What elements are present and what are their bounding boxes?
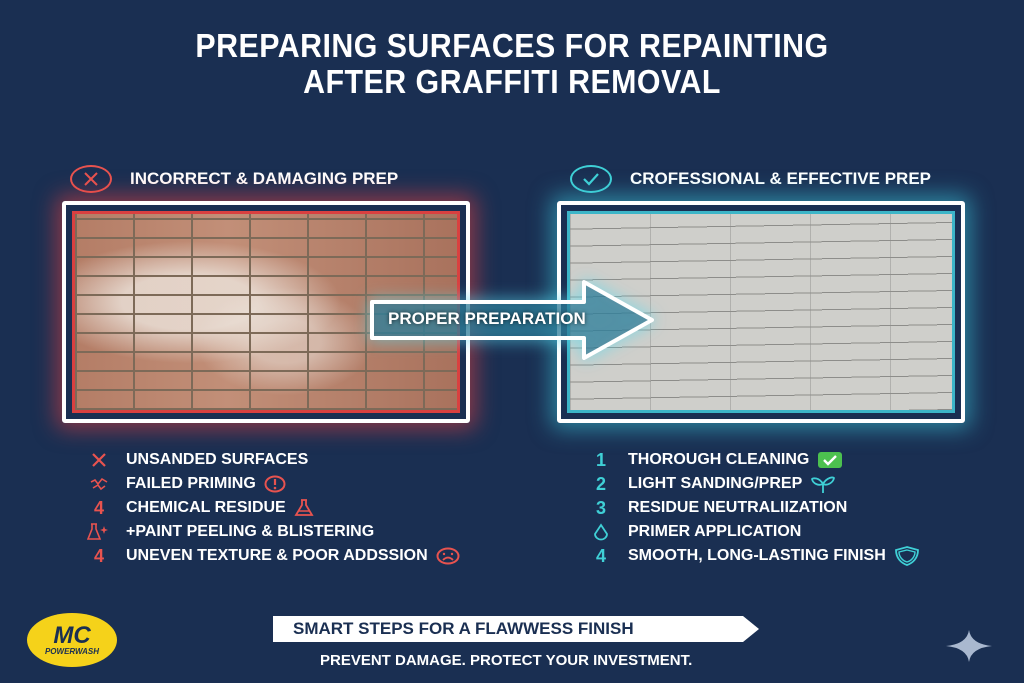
drop-icon: [576, 523, 626, 541]
smart-steps-banner: SMART STEPS FOR A FLAWWESS FINISH: [273, 616, 759, 642]
cracked-icon: [74, 476, 124, 492]
check-circle-icon: [570, 165, 612, 193]
incorrect-photo-frame: [62, 201, 470, 423]
incorrect-heading: INCORRECT & DAMAGING PREP: [70, 165, 398, 193]
graffiti-brick-wall-image: [72, 211, 460, 413]
list-item: UNSANDED SURFACES: [74, 448, 460, 472]
title-line-1: PREPARING SURFACES FOR REPAINTING: [195, 27, 829, 64]
sad-face-icon: [436, 547, 460, 565]
x-circle-icon: [70, 165, 112, 193]
check-box-icon: [817, 451, 843, 469]
list-item: PRIMER APPLICATION: [576, 520, 920, 544]
list-item: 2 LIGHT SANDING/PREP: [576, 472, 920, 496]
arrow-right-icon: [370, 280, 654, 360]
correct-heading: CROFESSIONAL & EFFECTIVE PREP: [570, 165, 931, 193]
arrow-label: PROPER PREPARATION: [388, 309, 586, 328]
alert-circle-icon: [264, 475, 286, 493]
mc-powerwash-logo: MC POWERWASH: [27, 613, 117, 667]
leaf-icon: [810, 474, 836, 494]
list-item: 3 RESIDUE NEUTRALIIZATION: [595, 497, 848, 518]
incorrect-list: UNSANDED SURFACES FAILED PRIMING 4 CHEMI…: [74, 448, 460, 568]
page-title: PREPARING SURFACES FOR REPAINTING AFTER …: [41, 28, 983, 100]
correct-heading-label: CROFESSIONAL & EFFECTIVE PREP: [630, 169, 932, 188]
list-item: FAILED PRIMING: [74, 472, 460, 496]
list-item: 4 SMOOTH, LONG-LASTING FINISH: [576, 544, 920, 568]
incorrect-heading-label: INCORRECT & DAMAGING PREP: [130, 169, 399, 188]
tagline: PREVENT DAMAGE. PROTECT YOUR INVESTMENT.: [320, 652, 693, 669]
list-item: 4 UNEVEN TEXTURE & POOR ADDSSION: [74, 544, 460, 568]
list-item: +PAINT PEELING & BLISTERING: [74, 520, 460, 544]
sparkle-icon: [944, 628, 994, 669]
x-icon: [74, 452, 124, 468]
proper-preparation-arrow: PROPER PREPARATION: [366, 278, 658, 362]
flask-icon: [294, 499, 314, 517]
list-item: 4 CHEMICAL RESIDUE: [74, 496, 460, 520]
shield-icon: [894, 546, 920, 566]
correct-list: 1 THOROUGH CLEANING 2 LIGHT SANDING/PREP…: [576, 448, 920, 568]
title-line-2: AFTER GRAFFITI REMOVAL: [303, 63, 721, 100]
flask-sparkle-icon: [74, 523, 124, 541]
list-item: 1 THOROUGH CLEANING: [576, 448, 920, 472]
